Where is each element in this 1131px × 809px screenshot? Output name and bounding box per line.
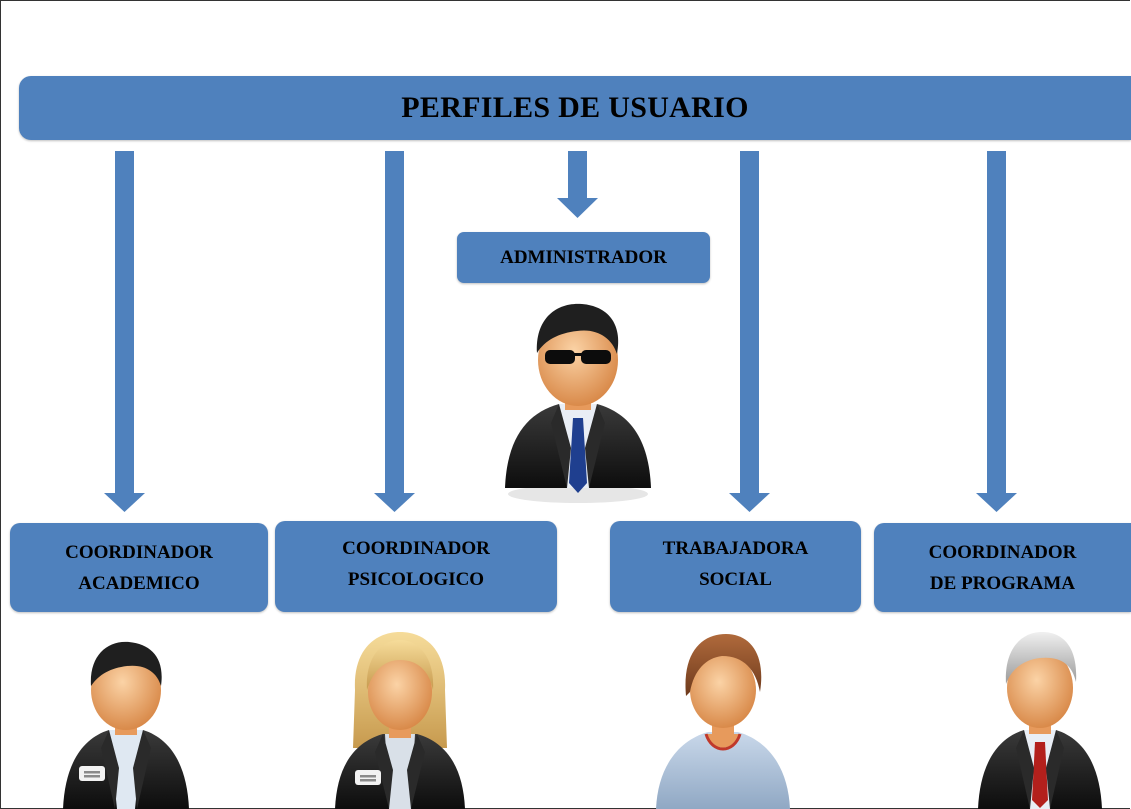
label-coordinador-programa-line1: COORDINADOR xyxy=(928,541,1077,563)
academic-coordinator-avatar-icon xyxy=(63,641,189,809)
arrow-to-coordinador-programa xyxy=(976,151,1017,512)
box-trabajadora-social: TRABAJADORA SOCIAL xyxy=(610,521,861,612)
label-coordinador-academico-line1: COORDINADOR xyxy=(65,541,213,563)
label-trabajadora-social-line2: SOCIAL xyxy=(699,568,772,590)
box-coordinador-programa: COORDINADOR DE PROGRAMA xyxy=(874,523,1131,612)
label-administrador: ADMINISTRADOR xyxy=(500,247,667,268)
label-coordinador-programa-line2: DE PROGRAMA xyxy=(929,572,1076,594)
label-coordinador-academico-line2: ACADEMICO xyxy=(78,572,200,594)
admin-avatar-icon xyxy=(505,303,651,503)
box-administrador: ADMINISTRADOR xyxy=(457,232,710,283)
label-trabajadora-social-line1: TRABAJADORA xyxy=(662,537,809,559)
arrow-to-coordinador-academico xyxy=(104,151,145,512)
diagram-title: PERFILES DE USUARIO xyxy=(401,91,749,124)
arrow-to-administrador xyxy=(557,151,598,218)
perfiles-banner: PERFILES DE USUARIO xyxy=(19,76,1131,140)
box-coordinador-psicologico: COORDINADOR PSICOLOGICO xyxy=(275,521,557,612)
social-worker-avatar-icon xyxy=(656,634,790,809)
arrow-to-trabajadora-social xyxy=(729,151,770,512)
box-coordinador-academico: COORDINADOR ACADEMICO xyxy=(10,523,268,612)
label-coordinador-psicologico-line1: COORDINADOR xyxy=(342,537,490,559)
label-coordinador-psicologico-line2: PSICOLOGICO xyxy=(347,568,485,590)
program-coordinator-avatar-icon xyxy=(978,632,1102,809)
psychology-coordinator-avatar-icon xyxy=(335,632,465,809)
arrow-to-coordinador-psicologico xyxy=(374,151,415,512)
